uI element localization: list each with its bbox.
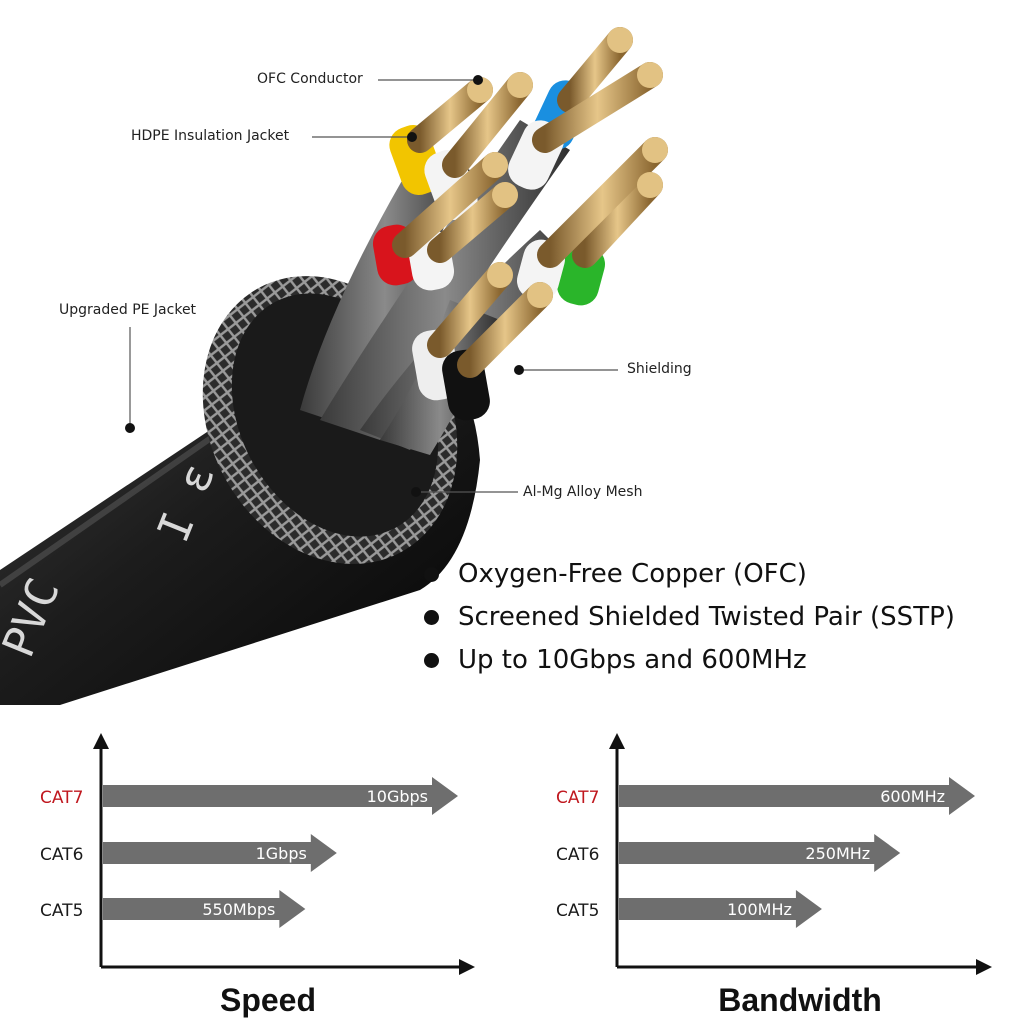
category-label: CAT5 [40, 901, 83, 921]
bullet-icon [424, 653, 439, 668]
callout-hdpe-insulation: HDPE Insulation Jacket [131, 128, 290, 144]
category-label: CAT7 [40, 788, 83, 808]
bar-value-label: 10Gbps [367, 787, 428, 806]
x-axis-arrow-icon [976, 959, 992, 975]
feature-text: Up to 10Gbps and 600MHz [458, 645, 807, 675]
category-label: CAT5 [556, 901, 599, 921]
category-label: CAT6 [556, 845, 599, 865]
y-axis-arrow-icon [93, 733, 109, 749]
leader-lines [129, 79, 618, 493]
bar-value-label: 600MHz [880, 787, 945, 806]
bar-value-label: 1Gbps [256, 844, 307, 863]
feature-item: Oxygen-Free Copper (OFC) [420, 553, 955, 596]
feature-item: Screened Shielded Twisted Pair (SSTP) [420, 596, 955, 639]
category-label: CAT7 [556, 788, 599, 808]
feature-text: Screened Shielded Twisted Pair (SSTP) [458, 602, 955, 632]
bar-value-label: 250MHz [805, 844, 870, 863]
bar-arrow [619, 834, 901, 872]
bar-arrow [103, 777, 458, 815]
comparison-charts: Speed 10Gbps CAT7 1Gbps CAT6 550Mbps CAT5Bandw… [40, 733, 992, 1018]
x-axis-arrow-icon [459, 959, 475, 975]
x-axis-title: Speed [220, 982, 316, 1018]
callout-shielding: Shielding [627, 361, 692, 377]
bullet-icon [424, 610, 439, 625]
feature-list: Oxygen-Free Copper (OFC) Screened Shield… [420, 553, 955, 682]
bar-value-label: 100MHz [727, 900, 792, 919]
bar-arrow [103, 834, 337, 872]
feature-text: Oxygen-Free Copper (OFC) [458, 559, 807, 589]
ofc-conductors [392, 27, 668, 378]
bar-arrow [619, 777, 975, 815]
leader-dots [125, 75, 524, 497]
x-axis-title: Bandwidth [718, 982, 882, 1018]
callout-ofc-conductor: OFC Conductor [257, 71, 363, 87]
callout-pe-jacket: Upgraded PE Jacket [59, 302, 197, 318]
feature-item: Up to 10Gbps and 600MHz [420, 639, 955, 682]
bar-arrow [619, 890, 822, 928]
y-axis-arrow-icon [609, 733, 625, 749]
bar-arrow [103, 890, 306, 928]
bar-value-label: 550Mbps [202, 900, 275, 919]
callout-al-mg-mesh: Al-Mg Alloy Mesh [523, 484, 643, 500]
bullet-icon [424, 567, 439, 582]
cable-illustration: PVC Ι ε [0, 27, 668, 705]
category-label: CAT6 [40, 845, 83, 865]
